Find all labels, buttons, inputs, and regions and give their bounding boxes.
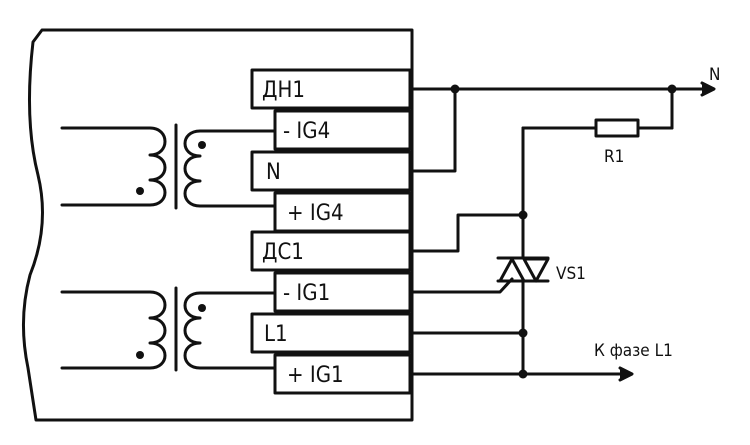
phase-arrow xyxy=(618,366,634,382)
terminal-label-ig4-plus: + IG4 xyxy=(287,201,344,226)
wire-ds1 xyxy=(408,213,525,253)
terminal-label-dn1: ДН1 xyxy=(262,78,305,103)
terminal-label-n: N xyxy=(266,160,281,185)
terminal-label-ig1-plus: + IG1 xyxy=(287,363,344,388)
terminal-label-ig4-minus: - IG4 xyxy=(283,119,330,144)
junction-dot xyxy=(667,84,677,94)
label-r1: R1 xyxy=(604,147,624,167)
device-housing xyxy=(22,28,414,422)
neutral-arrow xyxy=(700,81,716,97)
triac-vs1 xyxy=(408,256,550,294)
resistor-r1 xyxy=(594,118,640,138)
polarity-dot-ig1-primary xyxy=(136,351,144,359)
label-vs1: VS1 xyxy=(556,264,586,284)
transformer-ig1 xyxy=(60,286,277,372)
junction-dot xyxy=(518,210,528,220)
polarity-dot-ig4-secondary xyxy=(198,141,206,149)
label-phase: К фазе L1 xyxy=(594,341,673,361)
terminal-label-ds1: ДС1 xyxy=(262,240,304,265)
wire-neutral xyxy=(408,87,712,173)
terminal-ig4-minus xyxy=(273,109,412,151)
label-n-out: N xyxy=(709,65,720,85)
terminal-label-l1: L1 xyxy=(264,322,288,347)
junction-dot xyxy=(450,84,460,94)
transformer-ig4 xyxy=(60,123,277,210)
junction-dot xyxy=(518,328,528,338)
terminal-label-ig1-minus: - IG1 xyxy=(283,281,330,306)
polarity-dot-ig1-secondary xyxy=(198,304,206,312)
wire-r1-branch xyxy=(521,87,674,260)
junction-dot xyxy=(518,369,528,379)
polarity-dot-ig4-primary xyxy=(136,187,144,195)
